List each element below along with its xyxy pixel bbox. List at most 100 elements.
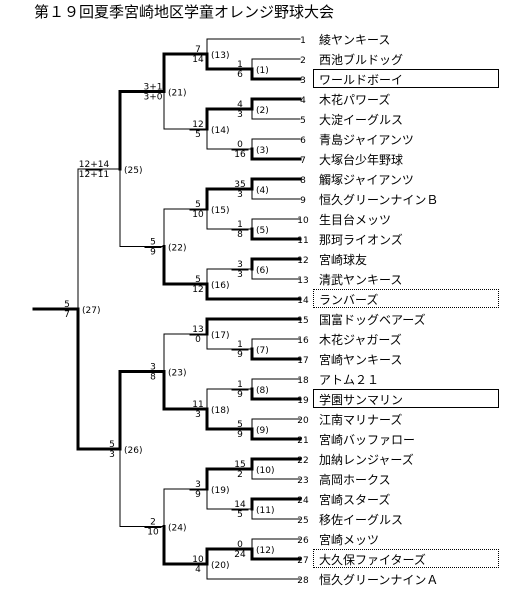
team-number: 8 bbox=[300, 176, 306, 186]
score-top: 14 bbox=[234, 500, 246, 510]
team-number: 11 bbox=[297, 236, 308, 246]
score-bottom: 12 bbox=[192, 285, 203, 295]
team-name: アトム２１ bbox=[319, 373, 379, 387]
score-bottom: 9 bbox=[195, 490, 201, 500]
team-name: ワールドボーイ bbox=[319, 73, 403, 87]
score-bottom: 0 bbox=[195, 335, 201, 345]
game-label: (1) bbox=[256, 66, 269, 76]
score-bottom: 3+0 bbox=[144, 93, 163, 103]
team-name: 移佐イーグルス bbox=[319, 513, 403, 527]
team-name: 高岡ホークス bbox=[319, 472, 391, 487]
team-name: 江南マリナーズ bbox=[319, 412, 402, 427]
score-top: 3 bbox=[195, 480, 201, 490]
team-number: 18 bbox=[297, 376, 309, 386]
score-top: 0 bbox=[237, 540, 243, 550]
team-number: 1 bbox=[300, 36, 306, 46]
score-bottom: 5 bbox=[195, 130, 201, 140]
score-bottom: 12+11 bbox=[79, 170, 109, 180]
score-top: 15 bbox=[234, 460, 245, 470]
highlight-box-team-3 bbox=[313, 69, 499, 88]
game-label: (3) bbox=[256, 146, 269, 156]
game-label: (20) bbox=[211, 561, 229, 571]
team-number: 12 bbox=[297, 256, 308, 266]
team-name: 加納レンジャーズ bbox=[319, 452, 414, 467]
score-top: 3+1 bbox=[144, 83, 163, 93]
team-number: 28 bbox=[297, 576, 309, 586]
score-bottom: 16 bbox=[234, 150, 246, 160]
team-name: 国富ドッグベアーズ bbox=[319, 312, 426, 327]
team-number: 14 bbox=[297, 296, 309, 306]
game-label: (21) bbox=[168, 89, 186, 99]
team-name: 宮崎球友 bbox=[319, 252, 367, 267]
score-top: 1 bbox=[237, 220, 243, 230]
score-bottom: 9 bbox=[237, 430, 243, 440]
team-name: 生目台メッツ bbox=[319, 212, 391, 227]
team-number: 19 bbox=[297, 396, 309, 406]
team-number: 9 bbox=[300, 196, 306, 206]
team-name: 綾ヤンキース bbox=[319, 32, 390, 47]
team-number: 4 bbox=[300, 96, 306, 106]
score-top: 12+14 bbox=[79, 160, 110, 170]
game-label: (22) bbox=[168, 244, 186, 254]
game-label: (11) bbox=[256, 506, 274, 516]
game-label: (17) bbox=[211, 331, 229, 341]
team-name: 大淀イーグルス bbox=[319, 113, 403, 127]
team-number: 23 bbox=[297, 476, 308, 486]
score-top: 5 bbox=[109, 440, 115, 450]
team-name: 清武ヤンキース bbox=[319, 273, 402, 287]
score-bottom: 5 bbox=[237, 510, 243, 520]
game-label: (7) bbox=[256, 346, 269, 356]
score-top: 1 bbox=[237, 380, 243, 390]
game-label: (19) bbox=[211, 486, 229, 496]
team-number: 27 bbox=[297, 556, 308, 566]
score-top: 12 bbox=[192, 120, 203, 130]
game-label: (27) bbox=[82, 306, 100, 316]
score-top: 5 bbox=[195, 200, 201, 210]
highlight-box-team-14 bbox=[313, 289, 499, 308]
team-name: 西池ブルドッグ bbox=[319, 52, 403, 67]
game-label: (4) bbox=[256, 186, 269, 196]
game-label: (6) bbox=[256, 266, 269, 276]
team-name: 宮崎スターズ bbox=[319, 492, 390, 507]
score-top: 1 bbox=[237, 60, 243, 70]
team-name: 大塚台少年野球 bbox=[319, 152, 403, 167]
team-name: 木花ジャガーズ bbox=[319, 332, 402, 347]
team-name: 青島ジャイアンツ bbox=[319, 132, 414, 147]
team-number: 7 bbox=[300, 156, 306, 166]
score-top: 5 bbox=[237, 420, 243, 430]
team-number: 6 bbox=[300, 136, 306, 146]
team-name: 宮崎バッファロー bbox=[319, 432, 415, 447]
team-number: 13 bbox=[297, 276, 308, 286]
score-top: 2 bbox=[150, 518, 156, 528]
game-label: (13) bbox=[211, 51, 229, 61]
score-bottom: 24 bbox=[234, 550, 246, 560]
score-bottom: 3 bbox=[195, 410, 201, 420]
game-label: (2) bbox=[256, 106, 269, 116]
score-bottom: 10 bbox=[192, 210, 204, 220]
score-bottom: 8 bbox=[237, 230, 243, 240]
team-name: 觸塚ジャイアンツ bbox=[319, 172, 414, 187]
score-top: 1 bbox=[237, 340, 243, 350]
team-name: 那珂ライオンズ bbox=[319, 232, 403, 247]
game-label: (8) bbox=[256, 386, 269, 396]
team-name: ランバーズ bbox=[319, 292, 378, 307]
score-top: 5 bbox=[64, 300, 70, 310]
game-label: (25) bbox=[124, 166, 142, 176]
game-label: (12) bbox=[256, 546, 274, 556]
game-label: (26) bbox=[124, 446, 142, 456]
score-top: 7 bbox=[195, 45, 201, 55]
score-top: 0 bbox=[237, 140, 243, 150]
team-name: 宮崎ヤンキース bbox=[319, 352, 402, 367]
score-top: 3 bbox=[150, 363, 156, 373]
score-bottom: 8 bbox=[150, 373, 156, 383]
team-number: 5 bbox=[300, 116, 306, 126]
game-label: (14) bbox=[211, 126, 229, 136]
score-top: 10 bbox=[192, 555, 204, 565]
score-top: 11 bbox=[192, 400, 203, 410]
score-bottom: 7 bbox=[64, 310, 70, 320]
score-top: 5 bbox=[150, 238, 156, 248]
page-title: 第１９回夏季宮崎地区学童オレンジ野球大会 bbox=[34, 3, 335, 21]
team-name: 恒久グリーンナインＢ bbox=[319, 193, 438, 207]
team-name: 木花パワーズ bbox=[319, 92, 390, 107]
team-name: 学園サンマリン bbox=[319, 392, 403, 407]
